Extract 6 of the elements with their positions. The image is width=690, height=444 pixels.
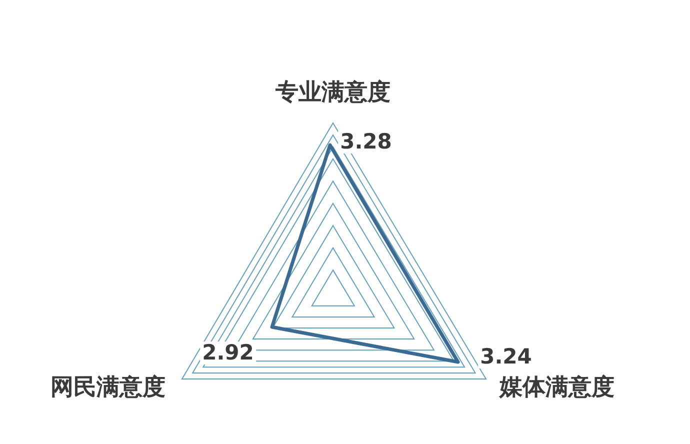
value-label: 3.28 (338, 130, 394, 154)
value-label: 3.24 (478, 346, 534, 368)
axis-label: 网民满意度 (50, 376, 166, 400)
axis-label: 专业满意度 (276, 82, 390, 104)
value-label: 2.92 (200, 342, 256, 364)
axis-label: 媒体满意度 (500, 376, 614, 400)
